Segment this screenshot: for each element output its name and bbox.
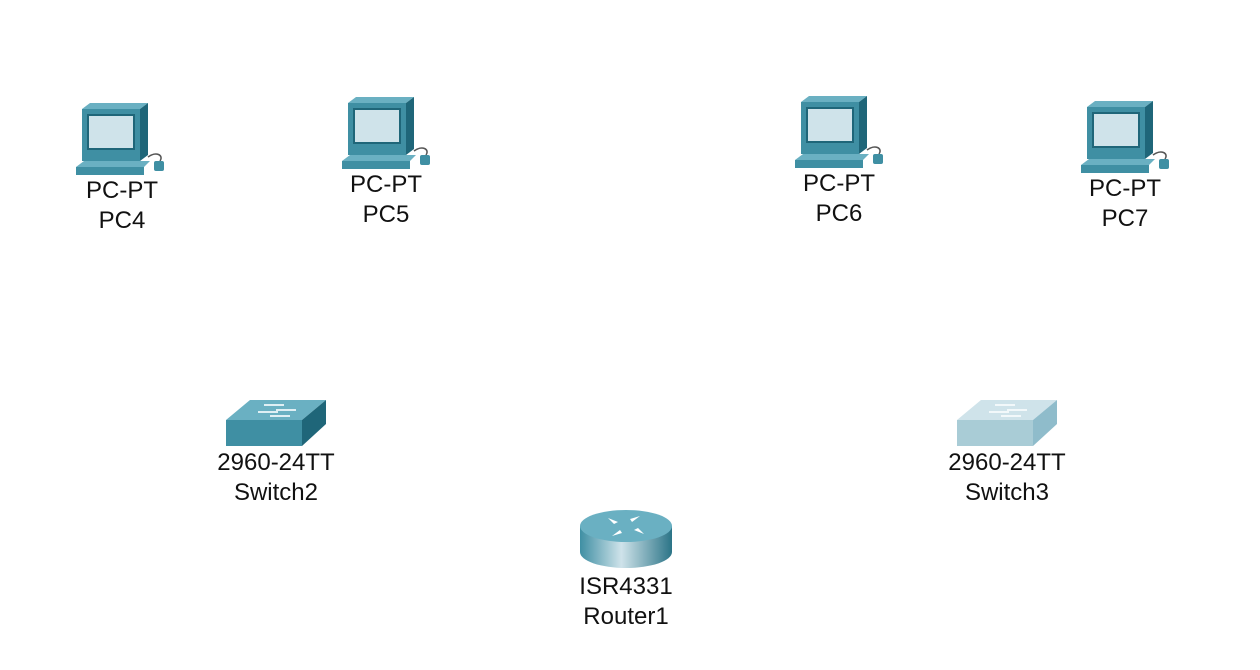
switch2-device[interactable] (224, 398, 328, 448)
pc-icon (76, 103, 164, 175)
pc6-name: PC6 (815, 200, 863, 227)
router-icon (580, 510, 672, 568)
router1-name: Router1 (583, 603, 669, 630)
switch2-label: 2960-24TT Switch2 (206, 448, 346, 508)
pc7-device[interactable] (1079, 101, 1175, 173)
pc4-model: PC-PT (86, 177, 158, 204)
switch3-label: 2960-24TT Switch3 (937, 448, 1077, 508)
switch-icon (957, 400, 1057, 446)
pc-icon (795, 96, 883, 168)
switch2-model: 2960-24TT (217, 449, 335, 476)
pc6-device[interactable] (793, 96, 889, 168)
pc6-model: PC-PT (803, 170, 875, 197)
router1-device[interactable] (578, 508, 674, 570)
pc7-model: PC-PT (1089, 175, 1161, 202)
pc5-label: PC-PT PC5 (336, 170, 436, 230)
pc4-name: PC4 (98, 207, 146, 234)
pc7-label: PC-PT PC7 (1075, 174, 1175, 234)
switch3-model: 2960-24TT (948, 449, 1066, 476)
switch-icon (226, 400, 326, 446)
switch3-name: Switch3 (964, 479, 1050, 506)
switch2-name: Switch2 (233, 479, 319, 506)
pc5-device[interactable] (340, 97, 436, 169)
pc4-device[interactable] (74, 103, 170, 175)
pc-icon (342, 97, 430, 169)
pc-icon (1081, 101, 1169, 173)
router1-model: ISR4331 (579, 573, 673, 600)
router1-label: ISR4331 Router1 (566, 572, 686, 632)
switch3-device[interactable] (955, 398, 1059, 448)
pc7-name: PC7 (1101, 205, 1149, 232)
pc4-label: PC-PT PC4 (72, 176, 172, 236)
pc6-label: PC-PT PC6 (789, 169, 889, 229)
pc5-name: PC5 (362, 201, 410, 228)
pc5-model: PC-PT (350, 171, 422, 198)
